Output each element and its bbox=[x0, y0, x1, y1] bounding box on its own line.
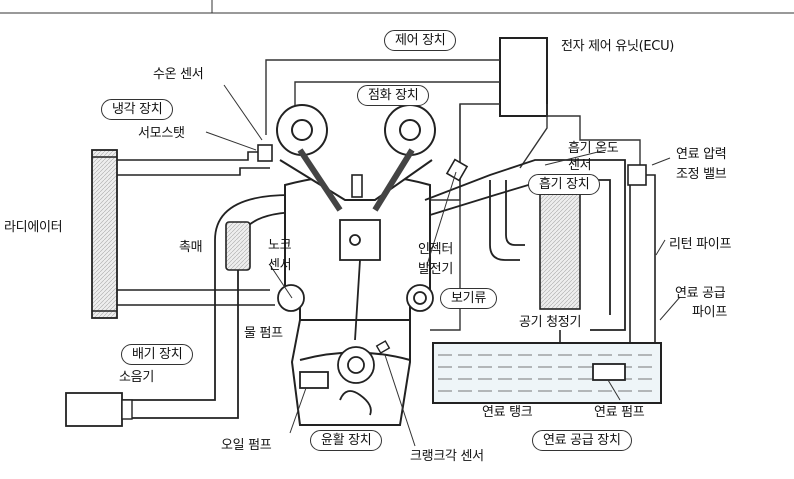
control-label: 제어 장치 bbox=[384, 30, 457, 51]
cooling-hoses bbox=[117, 151, 275, 306]
knock-sensor-label-2: 센서 bbox=[268, 258, 292, 273]
ignition-label: 점화 장치 bbox=[357, 85, 430, 106]
piston bbox=[339, 219, 381, 341]
fuel-pressure-label-1: 연료 압력 bbox=[676, 147, 727, 162]
ecu-box bbox=[499, 37, 548, 117]
oil-pump-label: 오일 펌프 bbox=[221, 438, 272, 453]
cooling-label: 냉각 장치 bbox=[101, 99, 174, 120]
fuel-supply-pipe-label-2: 파이프 bbox=[692, 305, 727, 320]
intake-label: 흡기 장치 bbox=[528, 174, 601, 195]
thermostat bbox=[257, 144, 273, 162]
alternator-label: 발전기 bbox=[418, 262, 453, 277]
leader-lines bbox=[205, 84, 681, 447]
fuel-tank bbox=[432, 342, 662, 404]
water-pump bbox=[277, 284, 305, 312]
air-cleaner-label: 공기 청정기 bbox=[519, 315, 582, 330]
oil-pump bbox=[299, 371, 329, 389]
injector bbox=[445, 158, 469, 182]
fuel-pressure-label-2: 조정 밸브 bbox=[676, 167, 727, 182]
ecu-label: 전자 제어 유닛(ECU) bbox=[561, 39, 675, 54]
return-pipe-label: 리턴 파이프 bbox=[669, 237, 732, 252]
crankshaft bbox=[337, 346, 375, 416]
air-cleaner bbox=[539, 191, 581, 310]
aux-label: 보기류 bbox=[440, 288, 497, 309]
lubrication-label: 윤활 장치 bbox=[310, 430, 383, 451]
catalyst bbox=[225, 221, 251, 271]
injector-label: 인젝터 bbox=[418, 242, 453, 257]
fuel-tank-label: 연료 탱크 bbox=[482, 405, 533, 420]
thermostat-label: 서모스탯 bbox=[138, 126, 185, 141]
muffler-label: 소음기 bbox=[119, 370, 154, 385]
fuel-supply-system-label: 연료 공급 장치 bbox=[532, 430, 632, 451]
water-temp-sensor-label: 수온 센서 bbox=[153, 67, 204, 82]
radiator bbox=[91, 149, 118, 319]
catalyst-label: 촉매 bbox=[179, 240, 203, 255]
spark-plug bbox=[351, 174, 363, 198]
crank-sensor-label: 크랭크각 센서 bbox=[410, 449, 484, 464]
aux-pulley bbox=[406, 284, 434, 312]
intake-temp-sensor-label-1: 흡기 온도 bbox=[568, 141, 619, 156]
crank-sensor bbox=[375, 340, 391, 354]
water-pump-label: 물 펌프 bbox=[244, 326, 283, 341]
fuel-supply-pipe-label-1: 연료 공급 bbox=[675, 286, 726, 301]
muffler bbox=[65, 392, 133, 427]
exhaust-label: 배기 장치 bbox=[121, 344, 194, 365]
fuel-pump-label: 연료 펌프 bbox=[594, 405, 645, 420]
radiator-label: 라디에이터 bbox=[4, 220, 63, 235]
intake-temp-sensor-label-2: 센서 bbox=[568, 158, 592, 173]
fuel-pump bbox=[592, 363, 626, 381]
knock-sensor-label-1: 노크 bbox=[268, 238, 292, 253]
top-border bbox=[0, 0, 794, 14]
fuel-pressure-valve bbox=[627, 164, 647, 186]
